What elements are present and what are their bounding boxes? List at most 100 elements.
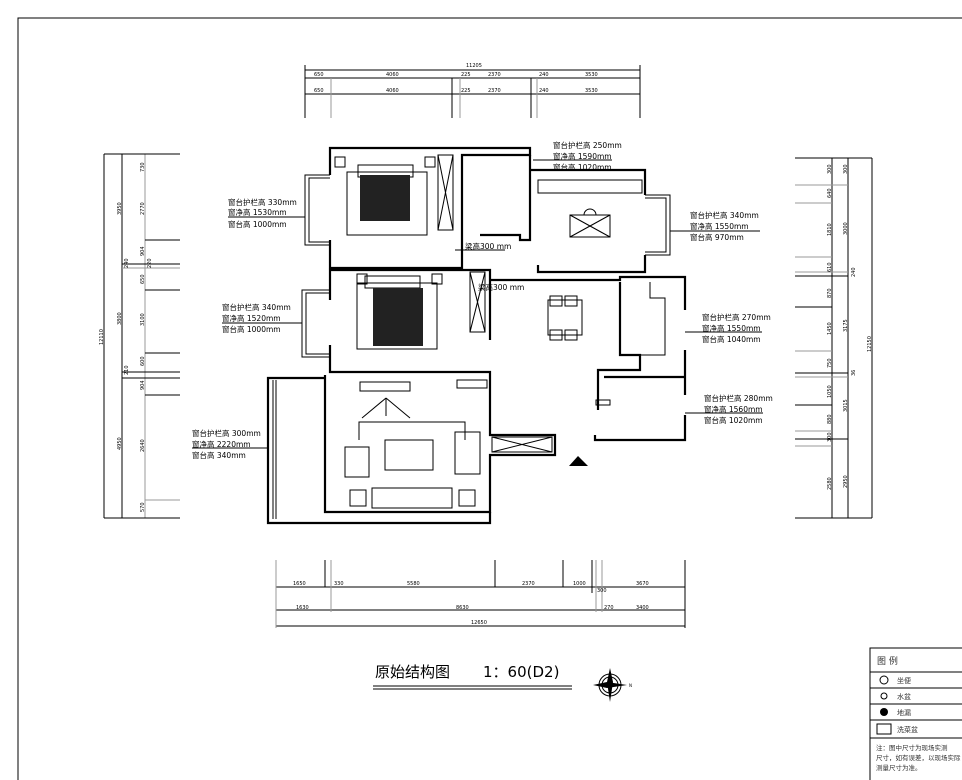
- window-annotation: 窗台护栏高 340mm 窗净高 1550mm 窗台高 970mm: [670, 210, 760, 242]
- annotation-rail: 窗台护栏高 280mm: [704, 393, 773, 403]
- dim-label: 300: [827, 164, 833, 174]
- dim-label: 240: [539, 88, 549, 94]
- floor-drain-symbol-icon: [880, 708, 888, 716]
- legend-note: 注：图中尺寸为现场实测: [876, 743, 948, 752]
- dim-label: 1000: [573, 581, 586, 587]
- dim-label: 1450: [827, 322, 833, 335]
- annotation-rail: 窗台护栏高 340mm: [222, 302, 291, 312]
- legend: 图 例 坐便 水盆 地漏 洗菜盆 注：图中尺寸为现场实测 尺寸，如有误差，以现场…: [869, 647, 962, 780]
- right-dimensions: 12150 300 3000 240 3175 36 3015 2950 300…: [795, 157, 873, 519]
- dim-label: 240: [851, 267, 857, 277]
- beam-label: 梁高300 mm: [465, 241, 511, 251]
- basin-symbol-icon: [880, 692, 888, 700]
- compass-icon: N: [593, 668, 632, 702]
- annotation-clear-height: 窗净高 1560mm: [704, 404, 763, 414]
- bottom-dimensions: 1650 330 5580 2370 1000 3670 300 1630 86…: [275, 560, 686, 628]
- annotation-rail: 窗台护栏高 250mm: [553, 140, 622, 150]
- dim-label: 220: [147, 258, 153, 268]
- annotation-clear-height: 窗净高 1550mm: [702, 323, 761, 333]
- dim-label: 270: [604, 605, 614, 611]
- legend-note: 测量尺寸为准。: [876, 763, 922, 772]
- dim-label: 610: [827, 262, 833, 272]
- dim-label: 210: [124, 365, 130, 375]
- dim-label: 870: [827, 288, 833, 298]
- dim-label: 880: [827, 414, 833, 424]
- dim-label: 2370: [488, 72, 501, 78]
- annotation-rail: 窗台护栏高 330mm: [228, 197, 297, 207]
- dim-label: 3950: [117, 202, 123, 215]
- dim-label: 2370: [488, 88, 501, 94]
- annotation-sill-height: 窗台高 1040mm: [702, 334, 761, 344]
- toilet-symbol-icon: [879, 675, 889, 685]
- drawing-title: 原始结构图: [375, 663, 450, 681]
- annotation-clear-height: 窗净高 1520mm: [222, 313, 281, 323]
- beam-label: 梁高300 mm: [478, 282, 524, 292]
- bottom-total-dim: 12650: [471, 620, 487, 626]
- bed-icon: [334, 156, 436, 236]
- dim-label: 4060: [386, 72, 399, 78]
- dim-label: 3100: [140, 313, 146, 326]
- tv-cabinet: [359, 381, 411, 392]
- dim-label: 36: [851, 370, 857, 376]
- legend-item-label: 地漏: [897, 708, 911, 717]
- wardrobe: [469, 271, 486, 333]
- dim-label: 650: [140, 274, 146, 284]
- dim-label: 4060: [386, 88, 399, 94]
- entry-cabinet: [491, 436, 553, 453]
- dining-table-icon: [547, 295, 583, 341]
- dim-label: 570: [140, 502, 146, 512]
- wardrobe: [437, 154, 454, 231]
- dim-label: 4950: [117, 437, 123, 450]
- dim-label: 1810: [827, 223, 833, 236]
- dim-label: 600: [140, 356, 146, 366]
- annotation-sill-height: 窗台高 340mm: [192, 450, 246, 460]
- dim-label: 904: [140, 380, 146, 390]
- entrance-arrow-icon: [569, 456, 588, 466]
- dim-label: 5580: [407, 581, 420, 587]
- annotation-sill-height: 窗台高 1020mm: [704, 415, 763, 425]
- annotation-sill-height: 窗台高 970mm: [690, 232, 744, 242]
- dim-label: 330: [334, 581, 344, 587]
- study-cabinet: [537, 179, 643, 194]
- sofa-set-icon: [344, 379, 488, 509]
- dim-label: 3000: [843, 222, 849, 235]
- right-total-dim: 12150: [867, 336, 873, 352]
- annotation-rail: 窗台护栏高 340mm: [690, 210, 759, 220]
- dim-label: 2370: [522, 581, 535, 587]
- compass-north-label: N: [629, 683, 632, 688]
- study-desk: [569, 214, 611, 238]
- window-annotation: 窗台护栏高 300mm 窗净高 2220mm 窗台高 340mm: [192, 428, 268, 460]
- window-annotation: 窗台护栏高 280mm 窗净高 1560mm 窗台高 1020mm: [685, 393, 773, 425]
- annotation-clear-height: 窗净高 2220mm: [192, 439, 251, 449]
- legend-item-label: 坐便: [897, 676, 911, 685]
- left-total-dim: 12110: [99, 329, 105, 345]
- annotation-clear-height: 窗净高 1530mm: [228, 207, 287, 217]
- dim-label: 640: [827, 188, 833, 198]
- legend-title: 图 例: [877, 655, 898, 667]
- drawing-frame: [17, 17, 962, 780]
- top-total-dim: 11205: [466, 63, 482, 69]
- window-annotation: 窗台护栏高 250mm 窗净高 1590mm 窗台高 1020mm: [533, 140, 622, 172]
- legend-item-label: 水盆: [897, 692, 911, 701]
- dim-label: 750: [827, 358, 833, 368]
- dim-label: 8630: [456, 605, 469, 611]
- walls: [266, 146, 687, 525]
- legend-note: 尺寸，如有误差，以现场实际: [876, 753, 961, 762]
- dim-label: 3530: [585, 72, 598, 78]
- window-annotation: 窗台护栏高 330mm 窗净高 1530mm 窗台高 1000mm: [228, 197, 305, 229]
- dim-label: 1650: [293, 581, 306, 587]
- window-annotation: 窗台护栏高 340mm 窗净高 1520mm 窗台高 1000mm: [222, 302, 302, 334]
- annotation-clear-height: 窗净高 1550mm: [690, 221, 749, 231]
- dim-label: 225: [461, 72, 471, 78]
- dim-label: 2950: [843, 475, 849, 488]
- dim-label: 2580: [827, 477, 833, 490]
- dim-label: 2770: [140, 202, 146, 215]
- annotation-rail: 窗台护栏高 300mm: [192, 428, 261, 438]
- left-dimensions: 12110 3950 240 3800 210 4950 730 2770 90…: [99, 153, 180, 519]
- dim-label: 3400: [636, 605, 649, 611]
- dim-label: 650: [314, 88, 324, 94]
- top-dimensions: 11205 650 4060 225 2370 240 3530 650 406…: [304, 63, 641, 118]
- dim-label: 240: [539, 72, 549, 78]
- dim-label: 300: [827, 432, 833, 442]
